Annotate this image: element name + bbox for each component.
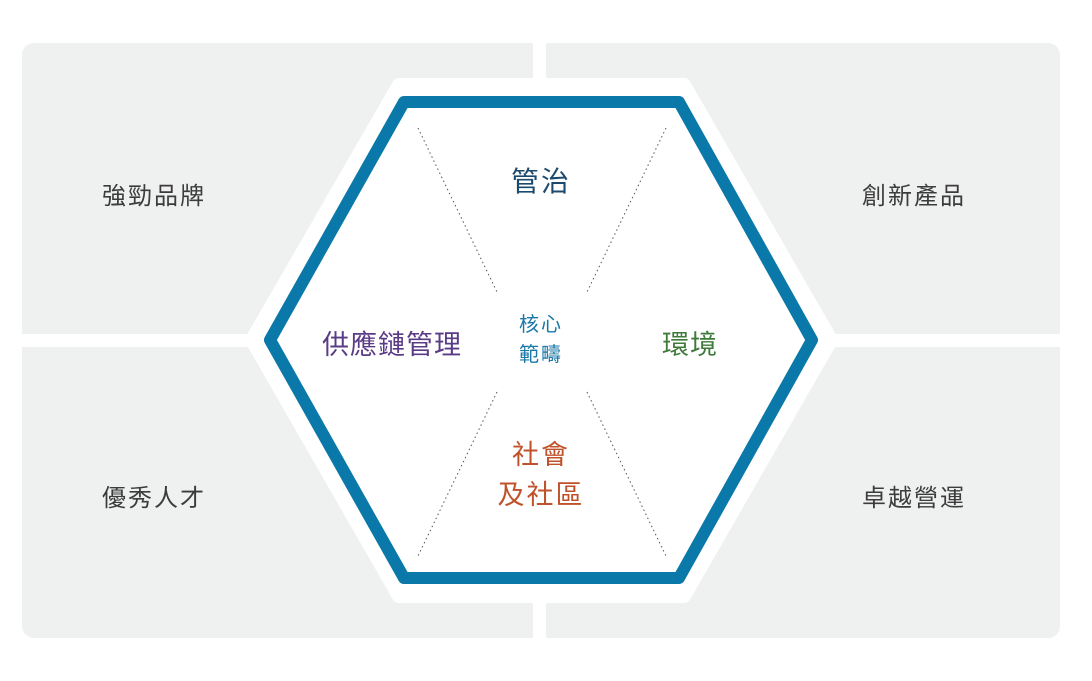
divider-bottom-right bbox=[586, 391, 667, 557]
segment-environment: 環境 bbox=[662, 330, 718, 361]
segment-social-line1: 社會 bbox=[512, 440, 570, 471]
center-line2: 範疇 bbox=[519, 342, 563, 366]
label-strong-brand: 強勁品牌 bbox=[102, 182, 206, 210]
label-operations: 卓越營運 bbox=[862, 484, 966, 512]
segment-social-line2: 及社區 bbox=[497, 480, 585, 511]
label-innovative-products: 創新產品 bbox=[862, 182, 966, 210]
segment-social-community: 社會 及社區 bbox=[471, 436, 611, 516]
segment-supply-chain: 供應鏈管理 bbox=[322, 330, 462, 361]
center-line1: 核心 bbox=[519, 312, 563, 336]
divider-top-right bbox=[586, 127, 667, 293]
label-talent: 優秀人才 bbox=[102, 484, 206, 512]
divider-top-left bbox=[417, 127, 498, 293]
hexagon-outline bbox=[264, 96, 818, 584]
segment-core-scope: 核心 範疇 bbox=[501, 309, 581, 369]
segment-governance: 管治 bbox=[510, 165, 571, 198]
divider-bottom-left bbox=[417, 391, 498, 557]
